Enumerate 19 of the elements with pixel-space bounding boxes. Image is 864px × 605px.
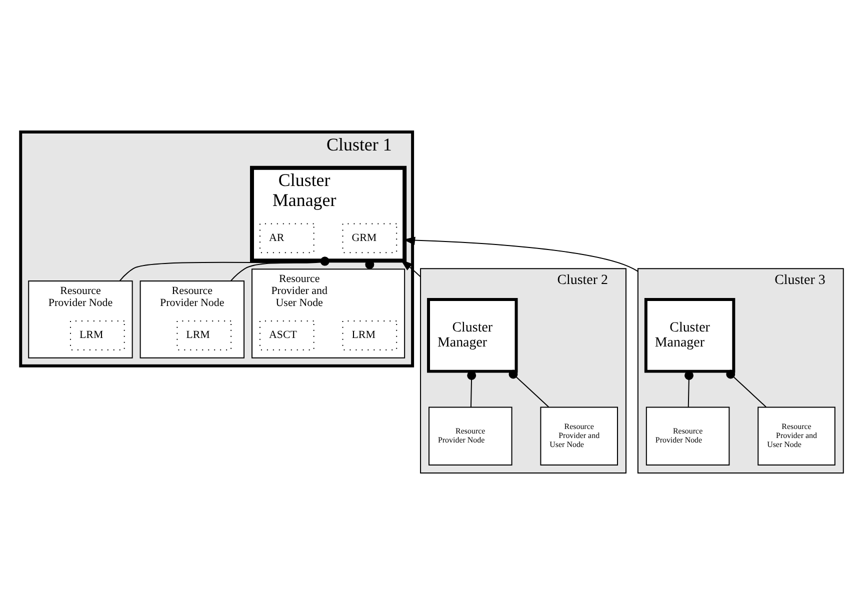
connector	[467, 371, 476, 408]
connector	[508, 370, 550, 408]
node-box: LRM	[342, 320, 398, 350]
node-box: Resource Provider and User Node	[758, 406, 836, 466]
node-box: LRM	[176, 320, 232, 350]
node-box: Cluster Manager	[644, 298, 736, 373]
node-box: Cluster Manager	[427, 298, 518, 373]
node-box: GRM	[342, 223, 398, 254]
node-box: AR	[259, 223, 314, 254]
node-box: Resource Provider and User Node	[540, 406, 618, 466]
connector	[684, 371, 694, 408]
node-box: Resource Provider Node	[428, 406, 512, 466]
node-box: LRM	[70, 320, 125, 350]
node-box: Resource Provider Node	[646, 406, 730, 466]
connector	[230, 256, 330, 282]
arrow	[400, 260, 422, 278]
connector	[726, 370, 767, 408]
node-box: ASCT	[259, 320, 314, 350]
connector	[119, 256, 330, 282]
